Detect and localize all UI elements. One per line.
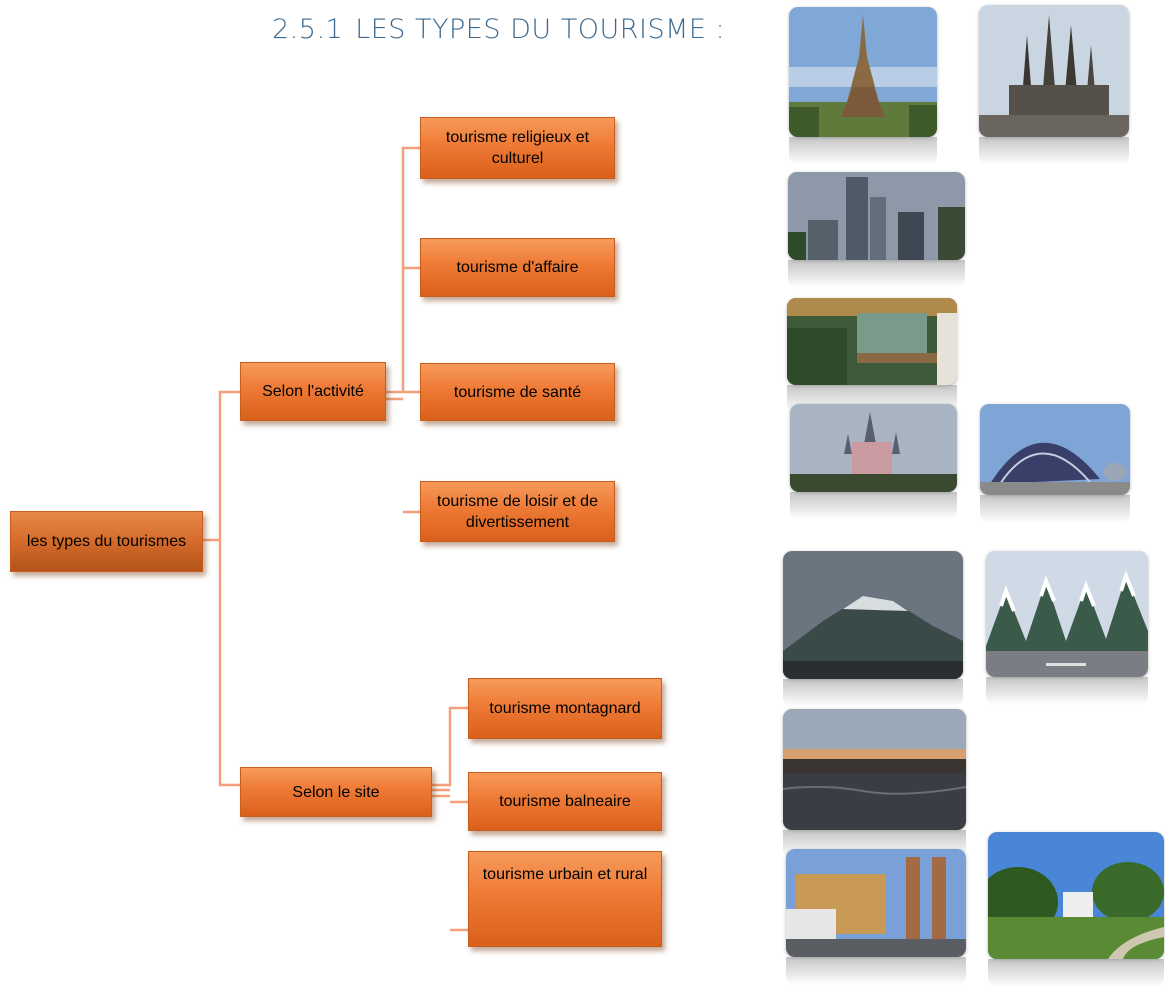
photo-skyscrapers xyxy=(788,172,965,288)
branch-node-label: Selon le site xyxy=(292,783,380,801)
leaf-node-label: tourisme religieux et culturel xyxy=(445,129,590,167)
branch-node-activity: Selon l'activité xyxy=(240,362,386,421)
root-node-label: les types du tourismes xyxy=(26,533,187,550)
section-title: LES TYPES DU TOURISME : xyxy=(355,14,726,45)
leaf-node-seaside: tourisme balneaire xyxy=(468,772,662,831)
leaf-node-health: tourisme de santé xyxy=(420,363,615,421)
leaf-node-label: tourisme de loisir et de divertissement xyxy=(437,492,598,531)
photo-cloudy-mountain xyxy=(783,551,963,707)
photo-modern-arts-building xyxy=(980,404,1130,523)
photo-eiffel-tower xyxy=(789,7,937,165)
photo-urban-plaza xyxy=(786,849,966,985)
leaf-node-mountain: tourisme montagnard xyxy=(468,678,662,739)
connector-site-children xyxy=(432,706,468,932)
root-node: les types du tourismes xyxy=(10,511,203,572)
photo-seaside-town xyxy=(783,709,966,858)
leaf-node-label: tourisme urbain et rural xyxy=(482,866,648,883)
leaf-node-label: tourisme balneaire xyxy=(499,793,631,810)
leaf-node-religious-cultural: tourisme religieux et culturel xyxy=(420,117,615,179)
leaf-node-urban-rural: tourisme urbain et rural xyxy=(468,851,662,947)
photo-fairytale-castle xyxy=(790,404,957,520)
leaf-node-label: tourisme de santé xyxy=(453,383,582,401)
connector-activity-children xyxy=(386,146,420,514)
leaf-node-leisure: tourisme de loisir et de divertissement xyxy=(420,481,615,542)
photo-spa-massage xyxy=(787,298,957,413)
photo-snowy-trees xyxy=(986,551,1148,705)
leaf-node-business: tourisme d'affaire xyxy=(420,238,615,297)
leaf-node-label: tourisme montagnard xyxy=(489,700,641,717)
section-number: 2.5.1 xyxy=(272,14,344,45)
section-heading: 2.5.1 LES TYPES DU TOURISME : xyxy=(272,14,725,45)
connector-root-to-branches xyxy=(203,390,240,787)
photo-park-garden xyxy=(988,832,1164,987)
photo-sagrada-familia xyxy=(979,5,1129,165)
leaf-node-label: tourisme d'affaire xyxy=(456,259,579,276)
branch-node-site: Selon le site xyxy=(240,767,432,817)
branch-node-label: Selon l'activité xyxy=(262,383,364,400)
